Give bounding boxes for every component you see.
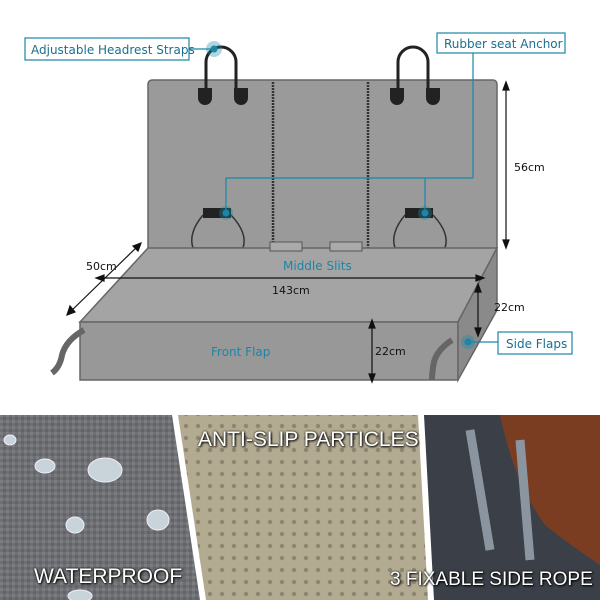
label-side-flaps: Side Flaps — [506, 337, 567, 351]
dimension-arrows — [66, 80, 510, 384]
side-rope-strap — [465, 429, 535, 561]
caption-anti-slip: ANTI-SLIP PARTICLES — [198, 428, 419, 451]
callout-box-headrest — [24, 37, 190, 61]
callout-lines — [189, 48, 498, 343]
dim-front-flap-height: 22cm — [375, 345, 406, 358]
middle-slit — [269, 241, 303, 252]
dim-side-flap-height: 22cm — [494, 301, 525, 314]
backrest-panel — [147, 79, 498, 253]
caption-waterproof: WATERPROOF — [34, 565, 183, 588]
side-rope-right — [429, 337, 454, 381]
strap-buckle — [198, 88, 248, 105]
photo-anti-slip — [178, 415, 428, 600]
side-rope-left — [50, 327, 86, 376]
water-droplets — [3, 434, 170, 600]
caption-side-rope: 3 FIXABLE SIDE ROPE — [390, 569, 593, 590]
headrest-strap-right — [396, 45, 430, 92]
dim-back-height: 56cm — [514, 161, 545, 174]
middle-slit — [329, 241, 363, 252]
dim-seat-depth: 50cm — [86, 260, 117, 273]
callout-dots — [206, 41, 475, 349]
headrest-strap-left — [204, 45, 238, 92]
label-rubber-anchor: Rubber seat Anchor — [444, 37, 563, 51]
strap-buckle — [390, 88, 440, 105]
label-middle-slits: Middle Slits — [283, 259, 352, 273]
dim-width: 143cm — [272, 284, 310, 297]
front-flap — [79, 321, 459, 381]
callout-box-anchor — [436, 32, 566, 54]
label-headrest-straps: Adjustable Headrest Straps — [31, 43, 195, 57]
label-front-flap: Front Flap — [211, 345, 270, 359]
callout-box-side-flaps — [497, 331, 573, 355]
